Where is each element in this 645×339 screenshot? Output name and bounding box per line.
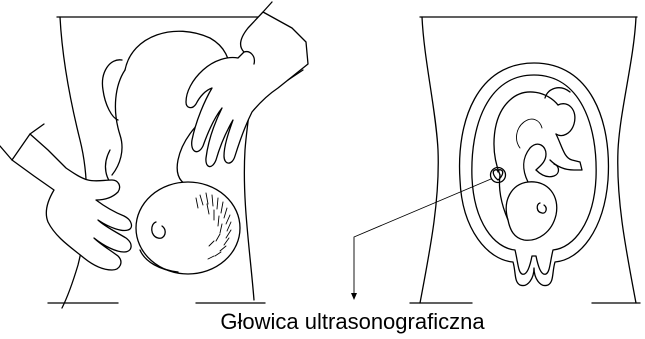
uterus <box>460 63 609 286</box>
fetus-inside-uterus <box>494 88 582 241</box>
left-hand <box>0 124 131 270</box>
caption-label: Głowica ultrasonograficzna <box>0 308 645 336</box>
right-hand <box>186 2 308 167</box>
pointer-arrow <box>351 179 491 300</box>
right-abdomen-panel <box>410 17 640 303</box>
